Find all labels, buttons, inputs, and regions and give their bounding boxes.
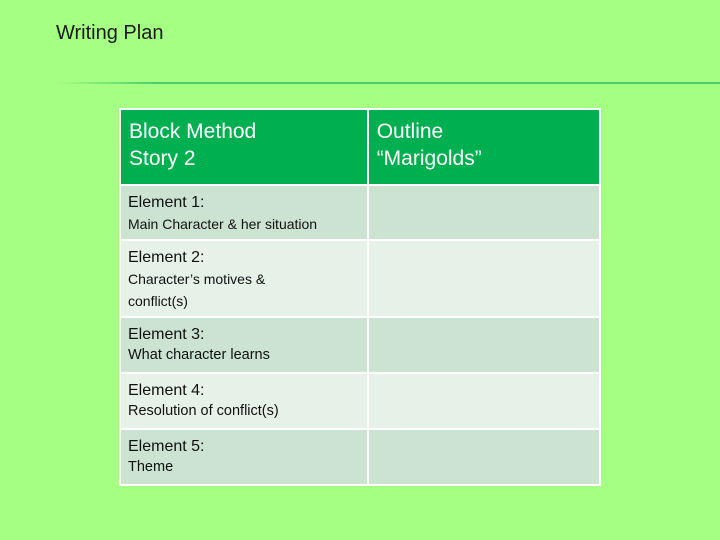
slide-title: Writing Plan (56, 22, 164, 44)
header-block-method: Block Method Story 2 (119, 108, 369, 186)
table-row: Element 2: Character’s motives & conflic… (119, 239, 602, 318)
element-description: Resolution of conflict(s) (128, 403, 279, 419)
header-cell-line: Story 2 (129, 147, 196, 170)
element-label: Element 2: (128, 249, 205, 266)
table-row: Element 5: Theme (119, 428, 602, 486)
header-outline: Outline “Marigolds” (366, 108, 602, 186)
element-label: Element 1: (128, 194, 205, 211)
element-description: Main Character & her situation (128, 216, 318, 232)
element-label: Element 3: (128, 326, 205, 343)
table-row: Element 1: Main Character & her situatio… (119, 184, 602, 241)
writing-plan-table: Block Method Story 2 Outline “Marigolds”… (119, 108, 602, 486)
outline-cell[interactable] (366, 428, 602, 486)
outline-cell[interactable] (366, 316, 602, 374)
table-row: Element 3: What character learns (119, 316, 602, 374)
element-cell: Element 3: What character learns (119, 316, 369, 374)
header-cell-line: “Marigolds” (376, 147, 482, 170)
element-cell: Element 2: Character’s motives & conflic… (119, 239, 369, 318)
element-cell: Element 5: Theme (119, 428, 369, 486)
outline-cell[interactable] (366, 239, 602, 318)
header-cell-line: Outline (376, 120, 444, 143)
element-description: Character’s motives & conflict(s) (128, 271, 266, 309)
outline-cell[interactable] (366, 184, 602, 241)
element-description: What character learns (128, 347, 270, 363)
element-description: Theme (128, 459, 174, 475)
outline-cell[interactable] (366, 372, 602, 430)
element-label: Element 5: (128, 438, 205, 455)
title-divider (56, 82, 720, 84)
table-row: Element 4: Resolution of conflict(s) (119, 372, 602, 430)
element-cell: Element 1: Main Character & her situatio… (119, 184, 369, 241)
element-label: Element 4: (128, 382, 205, 399)
header-cell-line: Block Method (129, 120, 257, 143)
table-header-row: Block Method Story 2 Outline “Marigolds” (119, 108, 602, 186)
element-cell: Element 4: Resolution of conflict(s) (119, 372, 369, 430)
